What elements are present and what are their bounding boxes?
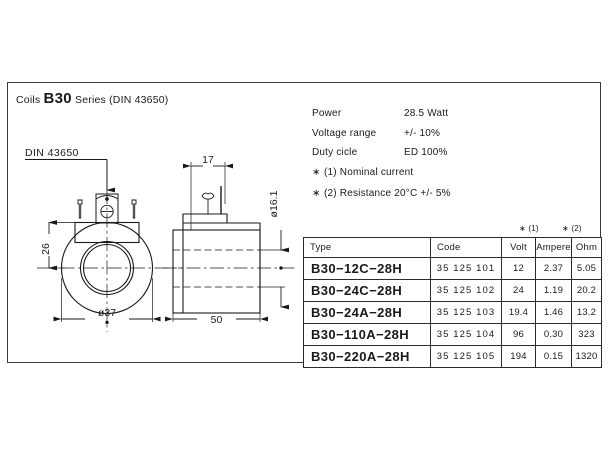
spec-note-2-text: (2) Resistance 20°C +/- 5% [323, 187, 451, 199]
cell-type: B30−24A−28H [303, 301, 431, 324]
cell-ampere: 2.37 [535, 257, 572, 280]
dim-label-17: 17 [202, 154, 214, 166]
title-model: B30 [43, 90, 72, 107]
dim-diameter-37 [53, 278, 161, 325]
dim-body-length-50 [165, 313, 268, 322]
cell-ampere: 0.15 [535, 345, 572, 368]
cell-type: B30−24C−28H [303, 279, 431, 302]
dim-label-50: 50 [211, 314, 223, 326]
table-row: B30−12C−28H 35 125 101 12 2.37 5.05 [303, 257, 602, 280]
dim-label-diameter-37: ø37 [98, 307, 116, 319]
coil-dimension-drawing: DIN 43650 26 ø37 17 ø16.1 50 [25, 147, 295, 332]
spec-value-voltage-range: +/- 10% [404, 127, 441, 139]
table-row: B30−24C−28H 35 125 102 24 1.19 20.2 [303, 279, 602, 302]
cell-type: B30−220A−28H [303, 345, 431, 368]
din-callout-leader [25, 159, 115, 193]
table-row: B30−24A−28H 35 125 103 19.4 1.46 13.2 [303, 301, 602, 324]
cell-volt: 194 [501, 345, 536, 368]
cell-code: 35 125 104 [430, 323, 502, 346]
cell-ampere: 1.46 [535, 301, 572, 324]
spec-note-nominal-current: ∗ (1) Nominal current [312, 167, 592, 188]
asterisk-icon-col-ohm: ∗ [562, 224, 569, 233]
asterisk-icon-note-1: ∗ [312, 166, 321, 178]
spec-label-power: Power [312, 108, 342, 119]
table-footnote-1: ∗ (1) [519, 224, 539, 233]
column-header-volt: Volt [501, 237, 536, 258]
spec-label-voltage-range: Voltage range [312, 127, 377, 139]
specification-list: Power 28.5 Watt Voltage range +/- 10% Du… [312, 108, 592, 209]
cell-ohm: 13.2 [571, 301, 602, 324]
title-lead: Coils [16, 94, 41, 106]
spec-label-duty-cicle: Duty cicle [312, 147, 358, 158]
asterisk-icon-note-2: ∗ [312, 187, 321, 199]
spec-row-voltage-range: Voltage range +/- 10% [312, 128, 592, 148]
spec-value-duty-cicle: ED 100% [404, 147, 448, 158]
cell-volt: 24 [501, 279, 536, 302]
spec-note-resistance: ∗ (2) Resistance 20°C +/- 5% [312, 188, 592, 209]
table-footnote-2: ∗ (2) [562, 224, 582, 233]
cell-type: B30−12C−28H [303, 257, 431, 280]
spec-row-duty-cicle: Duty cicle ED 100% [312, 147, 592, 167]
din-callout-label: DIN 43650 [25, 147, 79, 159]
spec-value-power: 28.5 Watt [404, 108, 449, 119]
table-footnote-2-text: (2) [571, 224, 582, 233]
spec-row-power: Power 28.5 Watt [312, 108, 592, 128]
cell-code: 35 125 102 [430, 279, 502, 302]
cell-ohm: 20.2 [571, 279, 602, 302]
dim-height-26 [48, 220, 77, 271]
cell-volt: 96 [501, 323, 536, 346]
column-header-ampere: Ampere [535, 237, 572, 258]
title-tail: Series (DIN 43650) [75, 94, 169, 106]
dim-connector-width-17 [183, 162, 233, 230]
dim-bore-diameter-16-1 [260, 230, 289, 310]
cell-volt: 12 [501, 257, 536, 280]
cell-code: 35 125 101 [430, 257, 502, 280]
cell-ampere: 0.30 [535, 323, 572, 346]
table-footnote-1-text: (1) [528, 224, 539, 233]
side-view-hidden-bore [173, 249, 260, 288]
cell-type: B30−110A−28H [303, 323, 431, 346]
cell-code: 35 125 103 [430, 301, 502, 324]
table-header-row: Type Code Volt Ampere Ohm [303, 237, 602, 258]
column-header-code: Code [430, 237, 502, 258]
coil-specification-table: Type Code Volt Ampere Ohm B30−12C−28H 35… [303, 237, 602, 368]
cell-ohm: 5.05 [571, 257, 602, 280]
cell-ampere: 1.19 [535, 279, 572, 302]
din-connector-side [201, 186, 222, 214]
page-title: Coils B30 Series (DIN 43650) [16, 90, 169, 107]
table-footnote-markers: ∗ (1) ∗ (2) [303, 224, 601, 237]
cell-code: 35 125 105 [430, 345, 502, 368]
spec-note-1-text: (1) Nominal current [323, 166, 414, 178]
cell-ohm: 323 [571, 323, 602, 346]
asterisk-icon-col-ampere: ∗ [519, 224, 526, 233]
cell-ohm: 1320 [571, 345, 602, 368]
cell-volt: 19.4 [501, 301, 536, 324]
table-row: B30−220A−28H 35 125 105 194 0.15 1320 [303, 345, 602, 368]
column-header-ohm: Ohm [571, 237, 602, 258]
column-header-type: Type [303, 237, 431, 258]
dim-label-diameter-16-1: ø16.1 [268, 190, 280, 217]
table-row: B30−110A−28H 35 125 104 96 0.30 323 [303, 323, 602, 346]
dim-label-26: 26 [40, 243, 52, 255]
coil-side-body [172, 213, 261, 314]
